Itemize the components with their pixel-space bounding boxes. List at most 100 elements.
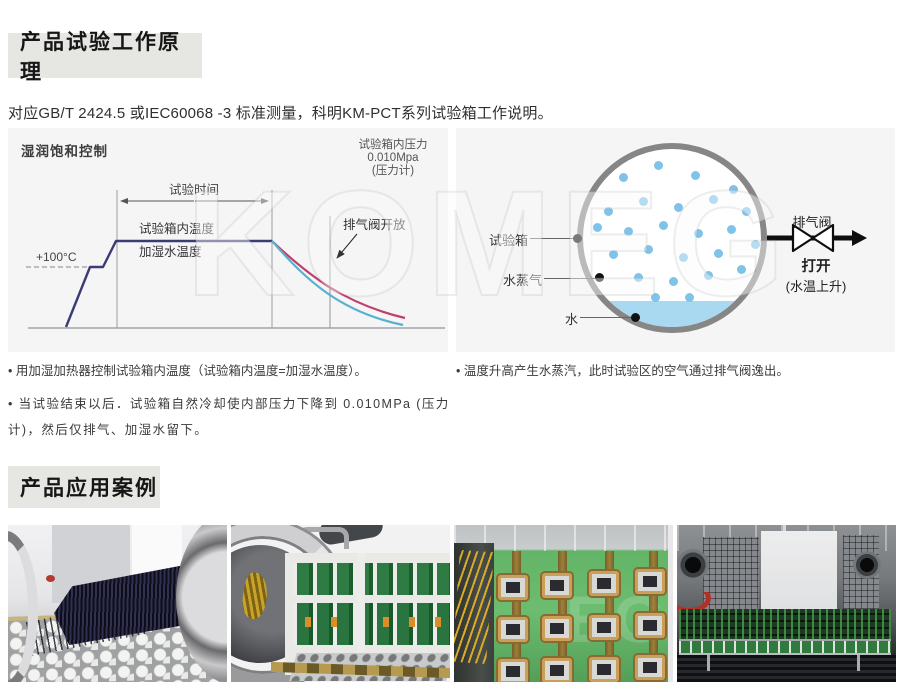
chamber-leader-line	[530, 238, 578, 239]
photo-art	[668, 525, 673, 682]
application-photo-wafer-chamber	[8, 525, 227, 682]
test-socket	[589, 571, 619, 596]
photo-art	[679, 639, 891, 655]
vapor-dot	[593, 223, 602, 232]
application-photo-batch-chamber	[677, 525, 896, 682]
water-label: 水	[564, 312, 578, 327]
vapor-dot	[669, 277, 678, 286]
photo-art	[857, 655, 860, 671]
photo-art	[293, 617, 450, 627]
water-leader-line	[580, 317, 637, 318]
bullets-left: • 用加湿加热器控制试验箱内温度（试验箱内温度=加湿水温度）。 • 当试验结束以…	[8, 358, 454, 450]
application-photos: EG	[8, 525, 896, 682]
photo-art	[46, 575, 55, 582]
photo-art	[783, 525, 786, 533]
vapor-dot	[624, 227, 633, 236]
pressure-note-line1: 试验箱内压力	[358, 139, 428, 151]
photo-art	[679, 609, 891, 643]
photo-art	[357, 553, 365, 675]
photo-art	[285, 553, 450, 681]
valve-note-label: (水温上升)	[785, 279, 847, 294]
vessel-diagram-panel: 试验箱 水蒸气 水 排气阀 打开 (水温上升)	[456, 128, 895, 352]
pressure-note-line2: 0.010Mpa	[367, 152, 419, 164]
test-socket	[589, 615, 619, 640]
photo-art	[703, 537, 759, 611]
vapor-dot	[634, 273, 643, 282]
section-title-principle-text: 产品试验工作原理	[20, 30, 181, 84]
humid-water-temp-label: 加湿水温度	[139, 244, 202, 259]
bullet-item: • 用加湿加热器控制试验箱内温度（试验箱内温度=加湿水温度）。	[8, 364, 367, 378]
temperature-chart: 试验时间 +100°C 试验箱内温度 加湿水温度 排气阀开放	[26, 182, 445, 329]
chamber-marker-dot	[573, 234, 582, 243]
temperature-chart-panel: 湿润饱和控制 试验箱内压力 0.010Mpa (压力计)	[8, 128, 448, 352]
cooldown-curve-chamber	[271, 240, 406, 320]
vapor-dot	[604, 207, 613, 216]
valve-icon	[791, 223, 815, 253]
photo-art	[761, 531, 837, 613]
vapor-dot	[691, 171, 700, 180]
exhaust-valve-label: 排气阀	[792, 215, 832, 230]
temp-100-label: +100°C	[36, 250, 77, 264]
section-title-principle: 产品试验工作原理	[8, 31, 202, 84]
valve-state-label: 打开	[801, 259, 831, 275]
test-socket	[498, 575, 528, 600]
pressure-note-line3: (压力计)	[371, 165, 415, 177]
principle-diagrams: 湿润饱和控制 试验箱内压力 0.010Mpa (压力计)	[8, 128, 895, 352]
test-socket	[635, 613, 665, 638]
photo-art	[677, 549, 709, 581]
test-socket	[635, 655, 665, 680]
valve-icon	[811, 223, 835, 253]
bullet-item: • 温度升高产生水蒸汽，此时试验区的空气通过排气阀逸出。	[456, 364, 789, 378]
valve-open-label: 排气阀开放	[343, 217, 406, 232]
section-title-cases: 产品应用案例	[8, 466, 160, 508]
flow-arrow-icon	[852, 230, 867, 246]
test-socket	[542, 573, 572, 598]
section-title-cases-text: 产品应用案例	[20, 477, 158, 500]
test-socket	[542, 658, 572, 682]
chamber-circle	[577, 143, 767, 333]
photo-art	[707, 655, 710, 671]
vapor-dot	[651, 293, 660, 302]
test-socket	[635, 569, 665, 594]
vapor-dot	[685, 293, 694, 302]
vapor-dot	[659, 221, 668, 230]
test-socket	[498, 659, 528, 682]
photo-art	[853, 551, 881, 579]
photo-art	[293, 563, 450, 595]
vapor-dot	[639, 197, 648, 206]
water-marker-dot	[631, 313, 640, 322]
vapor-dot	[727, 225, 736, 234]
vapor-dot	[619, 173, 628, 182]
vapor-dot	[679, 253, 688, 262]
test-time-label: 试验时间	[169, 182, 219, 197]
vapor-label: 水蒸气	[502, 273, 542, 288]
vapor-dot	[729, 185, 738, 194]
vapor-dot	[709, 195, 718, 204]
vapor-dot	[704, 271, 713, 280]
vapor-dot	[714, 249, 723, 258]
chamber-label: 试验箱	[488, 233, 528, 248]
application-photo-socket-board: EG	[454, 525, 673, 682]
vapor-dot	[609, 250, 618, 259]
vapor-dot	[644, 245, 653, 254]
test-socket	[542, 616, 572, 641]
chamber-temp-label: 试验箱内温度	[139, 221, 215, 236]
intro-text: 对应GB/T 2424.5 或IEC60068 -3 标准测量，科明KM-PCT…	[8, 105, 553, 122]
water-pool	[583, 301, 761, 327]
bullet-item: • 当试验结束以后．试验箱自然冷却使内部压力下降到 0.010MPa (压力计)…	[8, 397, 450, 437]
valve-open-arrow	[336, 233, 358, 259]
test-socket	[498, 617, 528, 642]
vapor-leader-line	[544, 278, 601, 279]
temperature-line	[64, 239, 272, 328]
test-socket	[589, 657, 619, 682]
control-mode-label: 湿润饱和控制	[21, 144, 108, 159]
vapor-dot	[694, 229, 703, 238]
cooldown-curve-water	[271, 240, 404, 327]
bullets-right: • 温度升高产生水蒸汽，此时试验区的空气通过排气阀逸出。	[456, 358, 896, 391]
vapor-marker-dot	[595, 273, 604, 282]
photo-art	[512, 551, 521, 682]
pressure-note: 试验箱内压力 0.010Mpa (压力计)	[333, 139, 448, 178]
vapor-dot	[737, 265, 746, 274]
vapor-dot	[742, 207, 751, 216]
